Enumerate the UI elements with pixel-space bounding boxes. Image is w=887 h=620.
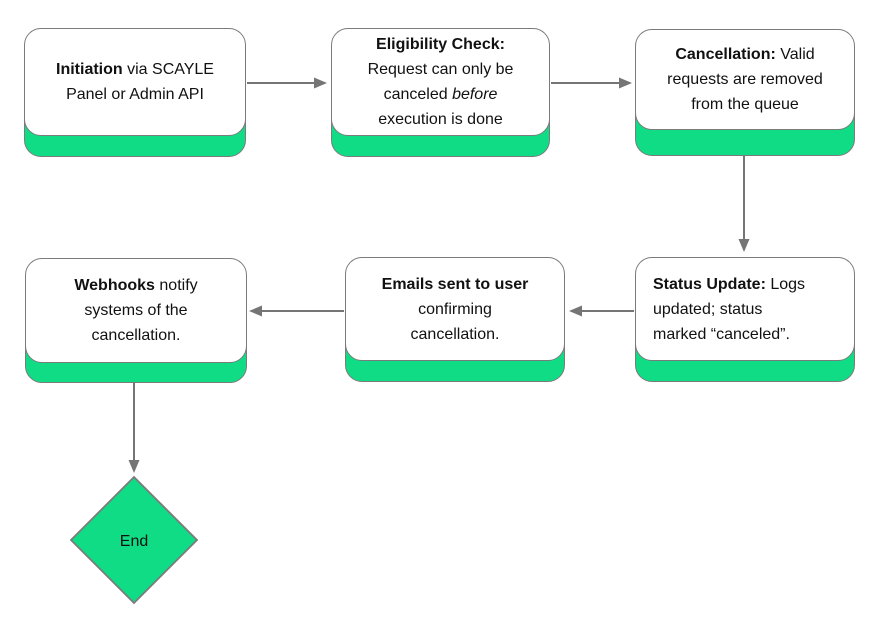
- node-text-line: from the queue: [691, 92, 799, 117]
- node-text-segment: from the queue: [691, 96, 799, 113]
- node-text-line: marked “canceled”.: [653, 322, 790, 347]
- node-text-line: Panel or Admin API: [66, 82, 204, 107]
- node-cancellation: Cancellation: Valid requests are removed…: [635, 29, 855, 157]
- node-text-line: Status Update: Logs: [653, 272, 805, 297]
- node-text-segment: Cancellation:: [675, 46, 776, 63]
- node-text-line: requests are removed: [667, 67, 823, 92]
- node-face: Emails sent to user confirming cancellat…: [345, 257, 565, 361]
- node-emails: Emails sent to user confirming cancellat…: [345, 257, 565, 382]
- node-text-line: canceled before: [384, 82, 498, 107]
- node-face: Status Update: Logs updated; status mark…: [635, 257, 855, 361]
- node-webhooks: Webhooks notify systems of the cancellat…: [25, 258, 247, 383]
- node-text-line: cancellation.: [411, 322, 500, 347]
- node-text-line: updated; status: [653, 297, 762, 322]
- node-text-line: cancellation.: [92, 323, 181, 348]
- node-face: Cancellation: Valid requests are removed…: [635, 29, 855, 130]
- node-text-line: systems of the: [84, 298, 187, 323]
- node-status-update: Status Update: Logs updated; status mark…: [635, 257, 855, 382]
- node-text-segment: marked “canceled”.: [653, 325, 790, 343]
- node-text-line: Webhooks notify: [74, 273, 197, 298]
- node-face: Eligibility Check: Request can only be c…: [331, 28, 550, 136]
- node-text-segment: cancellation.: [410, 325, 500, 343]
- node-initiation: Initiation via SCAYLE Panel or Admin API: [24, 28, 246, 157]
- node-text-line: Initiation via SCAYLE: [56, 57, 214, 82]
- node-text-line: Eligibility Check:: [376, 32, 505, 57]
- node-text-line: Request can only be: [368, 57, 514, 82]
- node-text-line: Cancellation: Valid: [675, 42, 814, 67]
- node-eligibility-check: Eligibility Check: Request can only be c…: [331, 28, 550, 157]
- node-text-segment: Initiation: [56, 61, 123, 78]
- node-text-line: Emails sent to user: [382, 272, 529, 297]
- node-text-segment: Panel or Admin API: [66, 86, 204, 103]
- node-text-segment: Webhooks: [74, 277, 155, 294]
- node-text-segment: execution is done: [378, 111, 503, 128]
- node-text-segment: canceled: [383, 86, 453, 103]
- node-text-segment: Valid: [775, 46, 815, 63]
- node-face: Webhooks notify systems of the cancellat…: [25, 258, 247, 363]
- node-text-segment: Request can only be: [367, 61, 514, 78]
- node-text-segment: notify: [154, 277, 198, 294]
- node-text-segment: Emails sent to user: [381, 275, 529, 293]
- node-face: Initiation via SCAYLE Panel or Admin API: [24, 28, 246, 136]
- node-text-segment: updated; status: [653, 300, 763, 318]
- node-text-segment: Logs: [765, 275, 806, 293]
- node-text-segment: systems of the: [84, 302, 188, 319]
- node-text-segment: before: [452, 86, 498, 103]
- node-text-segment: via SCAYLE: [122, 61, 214, 78]
- node-text-segment: Eligibility Check:: [376, 36, 505, 53]
- node-text-line: execution is done: [378, 107, 503, 132]
- node-text-segment: requests are removed: [667, 71, 823, 88]
- node-text-segment: cancellation.: [91, 327, 181, 344]
- end-diamond: [69, 475, 199, 605]
- node-text-segment: Status Update:: [653, 275, 766, 293]
- end-label: End: [120, 533, 148, 550]
- node-text-segment: confirming: [418, 300, 492, 318]
- node-text-line: confirming: [418, 297, 492, 322]
